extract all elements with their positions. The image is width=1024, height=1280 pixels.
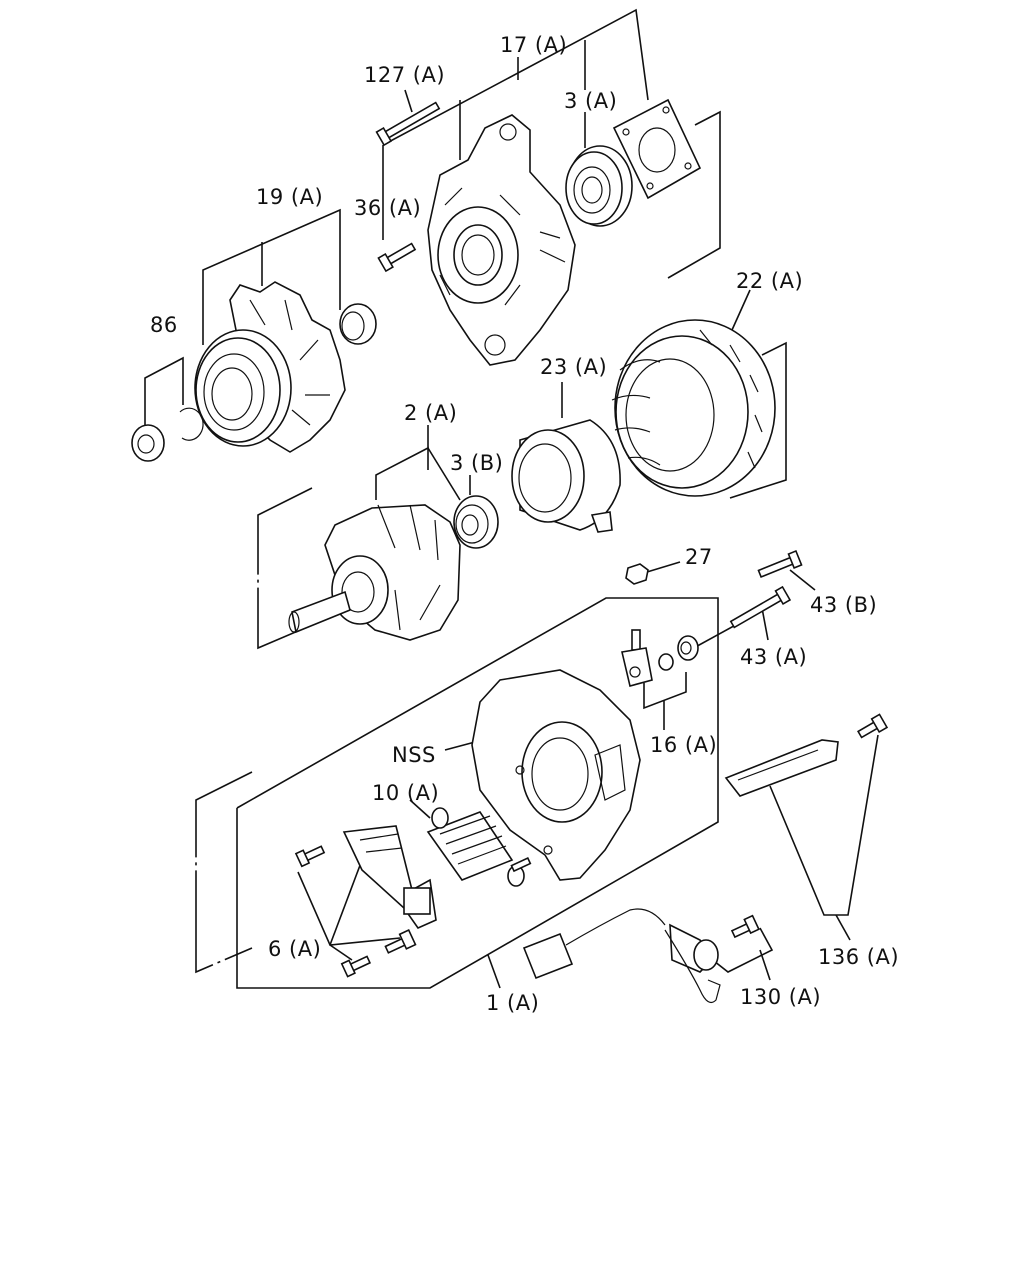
screw-top [294,845,326,868]
lock-washer [179,407,204,441]
label-17a: 17 (A) [500,33,567,57]
nut-86 [131,424,165,462]
label-3a: 3 (A) [564,89,617,113]
label-86: 86 [150,313,178,337]
screw-mid [384,929,417,954]
label-3b: 3 (B) [450,451,503,475]
bolt-136a [857,713,889,739]
drive-end-frame [427,114,576,366]
wire-harness-130a [522,908,721,1003]
rectifier-6a [342,825,437,929]
label-127a: 127 (A) [364,63,445,87]
screw-36a [377,242,417,273]
nut-27 [625,563,649,585]
label-19a: 19 (A) [256,185,323,209]
label-43b: 43 (B) [810,593,877,617]
stator-22a [611,319,776,497]
cover-plate [612,98,702,200]
screw-bottom [340,955,372,978]
label-130a: 130 (A) [740,985,821,1009]
label-43a: 43 (A) [740,645,807,669]
bolt-43a [729,585,792,629]
bearing-3a [565,145,633,227]
label-nss: NSS [392,743,436,767]
terminal-screw [510,856,532,873]
bolt-43b [757,549,803,578]
stay-bracket-136a [724,739,839,797]
label-16a: 16 (A) [650,733,717,757]
label-27: 27 [685,545,713,569]
terminal-stud [621,629,653,687]
label-22a: 22 (A) [736,269,803,293]
callout-labels: 17 (A) 127 (A) 3 (A) 36 (A) 19 (A) 86 22… [150,33,899,1015]
label-23a: 23 (A) [540,355,607,379]
washer-16a [658,635,699,671]
spacer-collar [339,303,377,345]
label-6a: 6 (A) [268,937,321,961]
leader-lines [144,8,879,989]
label-2a: 2 (A) [404,401,457,425]
label-10a: 10 (A) [372,781,439,805]
parts [131,98,889,1003]
screw-130a [730,914,760,939]
label-136a: 136 (A) [818,945,899,969]
rotor-2a [288,504,461,641]
label-36a: 36 (A) [354,196,421,220]
rear-frame [471,669,641,881]
bolt-127a [375,101,441,147]
bearing-3b [453,495,499,549]
pulley-fan [194,281,346,453]
field-coil-23a [511,419,621,533]
label-1a: 1 (A) [486,991,539,1015]
